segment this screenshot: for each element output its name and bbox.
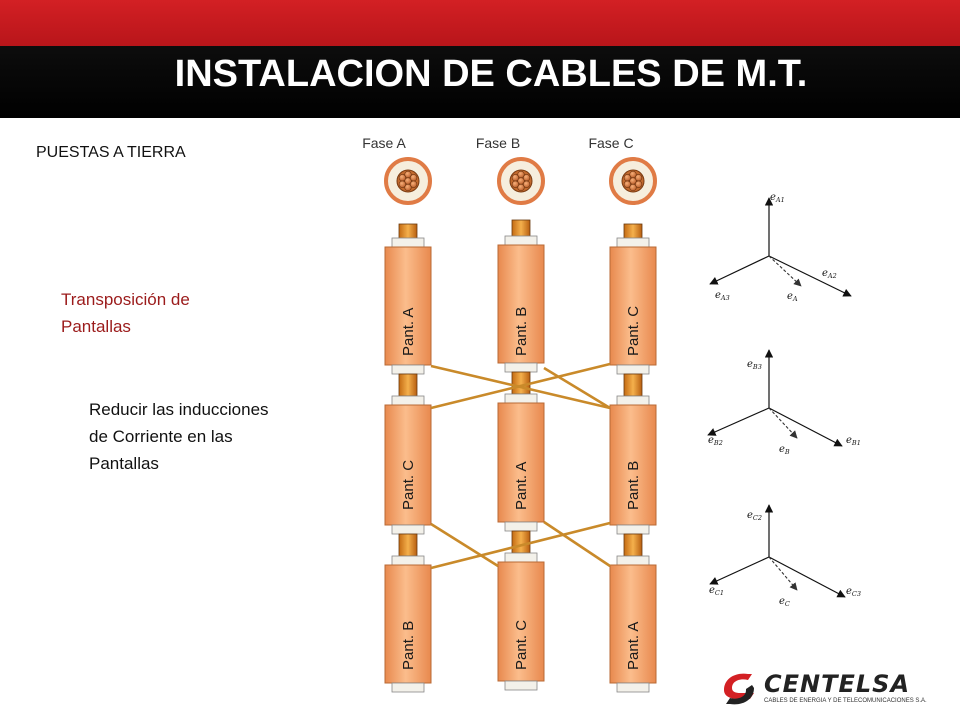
cable-column-c — [609, 223, 657, 693]
shield-label-r3-c1: Pant. B — [400, 621, 417, 670]
svg-text:eB1: eB1 — [846, 435, 861, 447]
svg-text:eA3: eA3 — [715, 290, 730, 302]
logo-wordmark: CENTELSA — [764, 670, 911, 698]
cable-column-b — [497, 219, 545, 691]
cable-column-a — [384, 223, 432, 693]
cable-cross-section-b — [497, 157, 545, 205]
phase-label-b: Fase B — [475, 135, 521, 151]
reducir-text: Reducir las inducciones de Corriente en … — [89, 400, 269, 473]
transposicion-line-1: Transposición de — [61, 290, 190, 309]
svg-text:eC: eC — [779, 596, 790, 608]
bond-wire-b-lower — [543, 520, 611, 568]
svg-text:eA2: eA2 — [822, 268, 837, 280]
section-title: PUESTAS A TIERRA — [36, 144, 186, 161]
cable-cross-section-a — [384, 157, 432, 205]
company-logo: CENTELSA CABLES DE ENERGIA Y DE TELECOMU… — [716, 668, 927, 712]
svg-text:eB2: eB2 — [708, 435, 723, 447]
bond-wire-a-lower — [430, 522, 499, 568]
phase-label-a: Fase A — [362, 135, 406, 151]
svg-text:eB: eB — [779, 444, 790, 456]
shield-label-r2-c1: Pant. C — [400, 460, 417, 510]
phasor-diagram-b: eB3 eB1 eB2 eB — [707, 349, 861, 456]
cable-cross-section-c — [609, 157, 657, 205]
shield-label-r1-c1: Pant. A — [400, 308, 417, 356]
phasor-diagram-a: eA1 eA2 eA3 eA — [709, 192, 852, 303]
header-red-band — [0, 0, 960, 46]
shield-label-r3-c2: Pant. C — [513, 620, 530, 670]
bond-wire-c-upper — [430, 362, 611, 410]
bond-wire-b-upper — [543, 366, 611, 410]
svg-text:eC1: eC1 — [709, 585, 724, 597]
shield-label-r2-c2: Pant. A — [513, 462, 530, 510]
shield-label-r2-c3: Pant. B — [625, 461, 642, 510]
transposicion-line-2: Pantallas — [61, 317, 131, 336]
header-bar: INSTALACION DE CABLES DE M.T. — [0, 0, 960, 118]
transposicion-heading: Transposición de Pantallas — [61, 286, 190, 340]
shield-label-r1-c3: Pant. C — [625, 306, 642, 356]
svg-text:eC2: eC2 — [747, 510, 762, 522]
svg-text:eC3: eC3 — [846, 586, 861, 598]
bond-wire-c-lower — [430, 521, 611, 570]
svg-text:eA: eA — [787, 291, 798, 303]
cross-bonding-wires — [430, 362, 611, 570]
centelsa-logo-icon — [724, 673, 754, 705]
svg-text:eB3: eB3 — [747, 359, 762, 371]
shield-label-r3-c3: Pant. A — [625, 622, 642, 670]
page-title: INSTALACION DE CABLES DE M.T. — [174, 53, 808, 95]
shield-label-r1-c2: Pant. B — [513, 307, 530, 356]
logo-tagline: CABLES DE ENERGIA Y DE TELECOMUNICACIONE… — [764, 698, 927, 704]
phasor-diagram-c: eC2 eC3 eC1 eC — [709, 504, 861, 608]
svg-text:eA1: eA1 — [770, 192, 785, 204]
phase-label-c: Fase C — [588, 135, 634, 151]
